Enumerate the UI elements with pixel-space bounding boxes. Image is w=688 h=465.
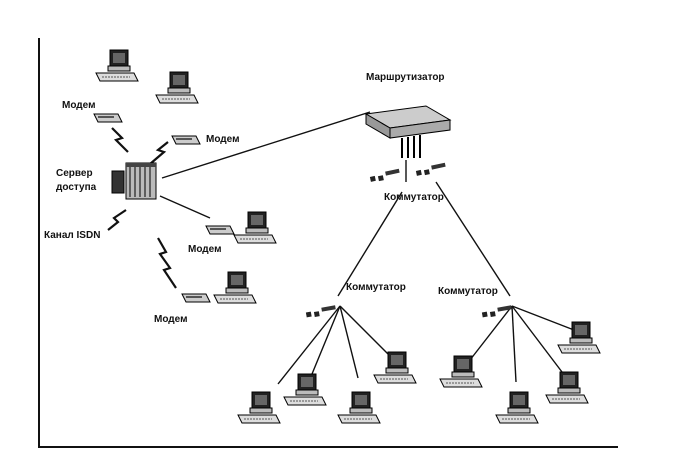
workstation-icon xyxy=(155,71,199,104)
label-modem-bottom: Модем xyxy=(154,314,187,325)
label-server-line2: доступа xyxy=(56,182,97,193)
workstation-icon xyxy=(233,211,277,244)
link-rsw-pc4 xyxy=(511,305,575,331)
access-server-icon xyxy=(111,162,157,200)
modem-top-icon xyxy=(93,113,123,123)
label-modem-right: Модем xyxy=(206,134,239,145)
workstation-icon xyxy=(337,391,381,424)
workstation-icon xyxy=(213,271,257,304)
workstation-icon xyxy=(495,391,539,424)
label-modem-top: Модем xyxy=(62,100,95,111)
link-lsw-pc1 xyxy=(277,305,341,385)
link-lsw-pc3 xyxy=(339,305,359,379)
workstation-icon xyxy=(373,351,417,384)
router-icon xyxy=(364,105,452,158)
modem-right-icon xyxy=(171,135,201,145)
switch-main-icon xyxy=(369,168,401,183)
zigzag-modem-top-icon xyxy=(111,127,129,153)
label-switch-main: Коммутатор xyxy=(384,192,444,203)
label-switch-left: Коммутатор xyxy=(346,282,406,293)
zigzag-isdn-icon xyxy=(107,209,127,231)
workstation-icon xyxy=(237,391,281,424)
frame-left-border xyxy=(38,38,40,448)
modem-bottom-icon xyxy=(181,293,211,303)
modem-mid-icon xyxy=(205,225,235,235)
link-lsw-pc4 xyxy=(339,305,393,359)
zigzag-modem-bottom-icon xyxy=(157,237,177,289)
workstation-icon xyxy=(283,373,327,406)
link-server-router xyxy=(161,111,371,179)
link-server-modem-mid xyxy=(159,195,211,219)
zigzag-modem-right-icon xyxy=(149,141,169,165)
link-lsw-pc2 xyxy=(311,305,341,375)
link-switch-right xyxy=(435,181,511,297)
label-router: Маршрутизатор xyxy=(366,72,445,83)
dialup-links xyxy=(107,127,177,289)
workstation-icon xyxy=(545,371,589,404)
link-switch-left xyxy=(337,191,403,297)
label-channel: Канал ISDN xyxy=(44,230,100,241)
switch-main-uplink-icon xyxy=(415,162,447,177)
link-rsw-pc3 xyxy=(511,305,563,373)
workstation-icon xyxy=(439,355,483,388)
label-switch-right: Коммутатор xyxy=(438,286,498,297)
frame-bottom-border xyxy=(38,446,618,448)
link-rsw-pc1 xyxy=(469,305,513,361)
link-rsw-pc2 xyxy=(511,305,517,383)
label-modem-mid: Модем xyxy=(188,244,221,255)
workstation-icon xyxy=(95,49,139,82)
network-links xyxy=(159,111,575,385)
label-server-line1: Сервер xyxy=(56,168,93,179)
